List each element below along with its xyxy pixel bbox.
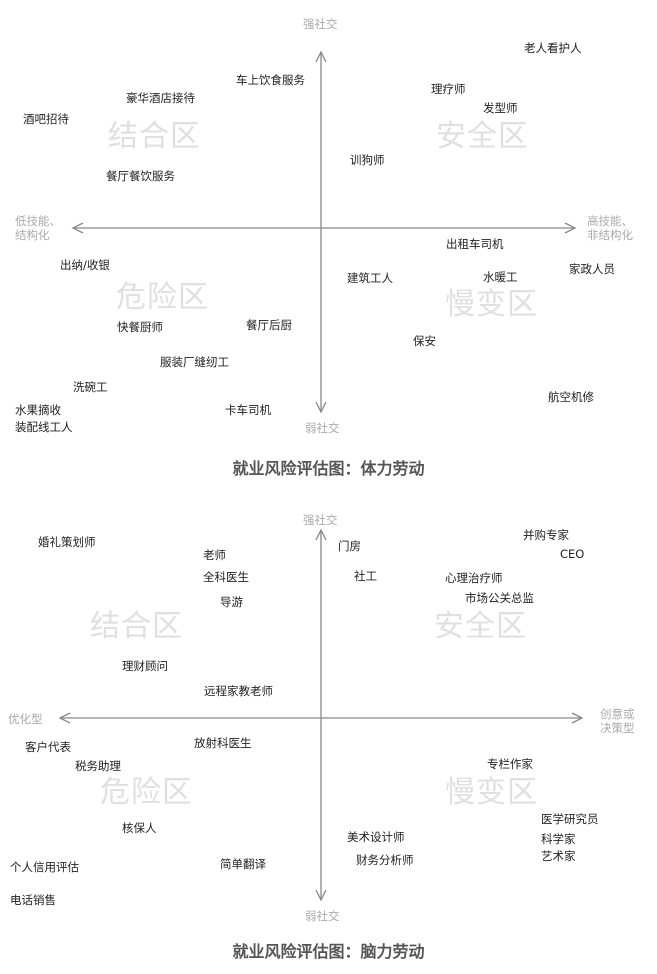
job-label: 理疗师 bbox=[431, 82, 466, 96]
job-label: 卡车司机 bbox=[225, 403, 271, 417]
arrow-left-icon bbox=[58, 712, 71, 724]
job-label: 并购专家 bbox=[523, 528, 569, 542]
quadrant-chart: 结合区 安全区危险区 慢变区 强社交弱社交 低技能、结构化 高技能、非结构化 老人看护人车上… bbox=[15, 17, 633, 478]
axis-label-bottom: 弱社交 bbox=[305, 909, 340, 923]
axis-label-left: 低技能、结构化 bbox=[15, 214, 61, 242]
job-label: 市场公关总监 bbox=[465, 591, 534, 605]
axis-label-left-line: 低技能、 bbox=[15, 214, 61, 228]
job-label: 核保人 bbox=[122, 821, 157, 835]
job-label: 美术设计师 bbox=[347, 830, 405, 844]
job-label: 出纳/收银 bbox=[60, 258, 110, 272]
job-label: 社工 bbox=[354, 569, 377, 583]
zone-safe: 安全区 bbox=[434, 609, 527, 644]
job-label: 简单翻译 bbox=[220, 857, 266, 871]
job-label: 艺术家 bbox=[541, 849, 576, 863]
job-label: 酒吧招待 bbox=[23, 112, 69, 126]
job-label: 门房 bbox=[338, 539, 361, 553]
arrow-up-icon bbox=[315, 528, 327, 541]
axis-label-right: 高技能、非结构化 bbox=[587, 214, 633, 242]
arrow-right-icon bbox=[571, 712, 584, 724]
job-label: 老师 bbox=[203, 548, 226, 562]
job-label: 财务分析师 bbox=[356, 853, 414, 867]
job-label: 导游 bbox=[220, 595, 243, 609]
arrow-down-icon bbox=[315, 889, 327, 902]
axis-label-left-line: 优化型 bbox=[8, 712, 43, 726]
job-label: 放射科医生 bbox=[194, 736, 252, 750]
job-label: 水暖工 bbox=[483, 270, 518, 284]
job-label: 洗碗工 bbox=[73, 380, 108, 394]
zone-slow: 慢变区 bbox=[445, 775, 538, 810]
job-label: 老人看护人 bbox=[524, 41, 582, 55]
job-label: 餐厅餐饮服务 bbox=[106, 169, 175, 183]
zone-danger: 危险区 bbox=[116, 280, 209, 315]
job-label: 快餐厨师 bbox=[117, 320, 163, 334]
quadrant-chart: 结合区 安全区危险区 慢变区 强社交弱社交 优化型 创意或决策型 婚礼策划师老师 门房 并购专家… bbox=[0, 487, 657, 974]
chart-title: 就业风险评估图：脑力劳动 bbox=[232, 942, 425, 961]
job-label: 豪华酒店接待 bbox=[126, 91, 195, 105]
axes bbox=[71, 50, 577, 414]
job-label: CEO bbox=[560, 547, 585, 561]
job-label: 全科医生 bbox=[203, 570, 249, 584]
chart-title: 就业风险评估图：体力劳动 bbox=[232, 459, 425, 478]
job-label: 专栏作家 bbox=[487, 757, 533, 771]
job-label: 保安 bbox=[413, 334, 436, 348]
job-label: 航空机修 bbox=[548, 390, 594, 404]
job-label: 餐厅后厨 bbox=[246, 318, 292, 332]
zone-slow: 慢变区 bbox=[445, 287, 538, 322]
job-label: 理财顾问 bbox=[122, 659, 168, 673]
job-label: 建筑工人 bbox=[347, 271, 393, 285]
job-label: 发型师 bbox=[483, 101, 518, 115]
job-label: 科学家 bbox=[541, 832, 576, 846]
job-label: 婚礼策划师 bbox=[38, 535, 96, 549]
job-label: 服装厂缝纫工 bbox=[160, 355, 229, 369]
zone-danger: 危险区 bbox=[100, 775, 193, 810]
arrow-up-icon bbox=[315, 50, 327, 63]
job-label: 远程家教老师 bbox=[204, 684, 273, 698]
job-label: 税务助理 bbox=[75, 759, 121, 773]
job-label: 装配线工人 bbox=[15, 420, 73, 434]
job-label: 车上饮食服务 bbox=[236, 73, 305, 87]
job-label: 出租车司机 bbox=[446, 237, 504, 251]
axis-label-right-line: 创意或 bbox=[600, 707, 635, 721]
axis-label-left-line: 结构化 bbox=[15, 228, 50, 242]
job-label: 个人信用评估 bbox=[10, 860, 79, 874]
axis-label-right-line: 高技能、 bbox=[587, 214, 633, 228]
axis-label-right: 创意或决策型 bbox=[600, 707, 635, 735]
arrow-left-icon bbox=[71, 222, 84, 234]
zone-safe: 安全区 bbox=[436, 119, 529, 154]
axis-label-top: 强社交 bbox=[303, 17, 338, 31]
arrow-down-icon bbox=[315, 401, 327, 414]
zone-combine: 结合区 bbox=[90, 609, 183, 644]
axis-label-right-line: 决策型 bbox=[600, 721, 635, 735]
axis-label-bottom: 弱社交 bbox=[305, 421, 340, 435]
axes bbox=[58, 528, 584, 902]
job-label: 训狗师 bbox=[350, 153, 385, 167]
job-label: 心理治疗师 bbox=[445, 571, 503, 585]
job-label: 电话销售 bbox=[10, 893, 56, 907]
axis-label-top: 强社交 bbox=[303, 513, 338, 527]
job-label: 家政人员 bbox=[569, 262, 615, 276]
zone-combine: 结合区 bbox=[108, 119, 201, 154]
axis-label-right-line: 非结构化 bbox=[587, 228, 633, 242]
axis-label-left: 优化型 bbox=[8, 712, 43, 726]
arrow-right-icon bbox=[564, 222, 577, 234]
job-label: 水果摘收 bbox=[15, 403, 61, 417]
job-label: 医学研究员 bbox=[541, 812, 599, 826]
job-label: 客户代表 bbox=[25, 740, 71, 754]
